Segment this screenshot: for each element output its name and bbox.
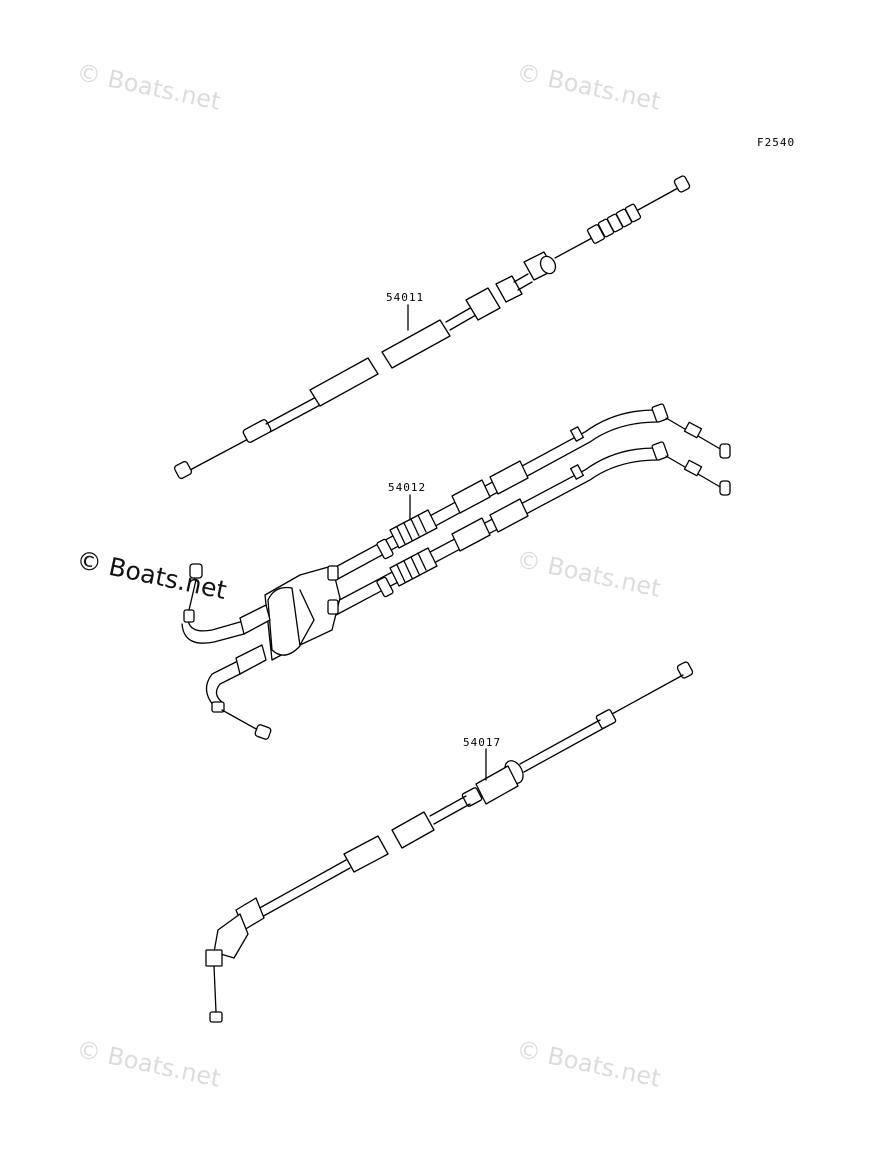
rib	[396, 526, 406, 545]
inner-wire	[213, 965, 217, 1013]
sheath	[445, 306, 473, 323]
ribbed-boot	[389, 547, 438, 587]
inner-wire	[554, 237, 593, 259]
part-number-label: 54011	[386, 291, 424, 304]
throttle-cable-lower	[335, 459, 659, 616]
inner-wire	[221, 709, 259, 731]
inner-wire	[637, 187, 679, 211]
end-fitting	[651, 403, 669, 423]
outer-casing	[381, 319, 451, 369]
adjuster-nut	[495, 275, 523, 303]
sheath	[265, 395, 319, 425]
threaded-rod	[517, 281, 533, 291]
bend-casing	[181, 623, 245, 644]
part-number-label: 54017	[463, 736, 501, 749]
ferrule	[683, 459, 703, 477]
sheath	[433, 803, 471, 825]
rib	[396, 564, 406, 583]
housing-loop	[267, 586, 301, 656]
lock-nut-face	[539, 255, 557, 275]
end-nipple	[189, 563, 203, 579]
sheath	[523, 727, 605, 773]
sheath	[449, 314, 477, 331]
rib	[410, 518, 420, 537]
casing-segment	[451, 479, 491, 514]
bend-casing	[205, 661, 237, 707]
casing-segment	[235, 644, 267, 675]
rib	[410, 556, 420, 575]
adjuster	[465, 287, 501, 321]
end-fitting	[651, 441, 669, 461]
collar	[376, 538, 394, 560]
threaded-rod	[513, 273, 529, 283]
casing-segment	[239, 604, 271, 635]
collar	[327, 599, 339, 615]
inner-wire	[189, 436, 253, 471]
ferrule	[595, 709, 617, 729]
ferrule	[242, 419, 272, 443]
outer-casing	[309, 357, 379, 407]
end-nipple	[673, 175, 691, 193]
end-nipple	[719, 480, 731, 496]
end-cap	[173, 460, 193, 480]
casing-segment	[451, 517, 491, 552]
ribbed-boot	[389, 509, 438, 549]
bend-casing	[215, 673, 241, 703]
casing-segment	[489, 460, 529, 495]
rib	[403, 560, 413, 579]
end-nipple	[676, 661, 694, 679]
figure-code: F2540	[757, 136, 795, 149]
throttle-cable-upper	[335, 421, 659, 581]
cable-54011[interactable]: 54011	[173, 175, 691, 480]
sheath	[255, 859, 347, 911]
inner-wire	[697, 435, 723, 451]
ferrule	[183, 609, 195, 623]
band-marker	[570, 426, 584, 442]
collar	[376, 576, 394, 598]
housing-edge	[299, 589, 315, 646]
end-block	[205, 949, 223, 967]
end-nipple	[719, 443, 731, 459]
end-nipple	[254, 724, 272, 740]
inner-wire	[188, 579, 197, 611]
sheath	[519, 719, 601, 765]
adjuster	[475, 765, 519, 805]
casing-segment	[489, 498, 529, 533]
inner-wire	[697, 473, 723, 489]
sheath	[259, 867, 351, 919]
ferrule	[211, 701, 225, 713]
throttle-cable-lower	[329, 447, 656, 606]
rib	[417, 552, 427, 571]
inner-wire	[611, 674, 684, 715]
spring-coil	[624, 203, 642, 223]
rib	[417, 514, 427, 533]
rib	[403, 522, 413, 541]
part-number-label: 54012	[388, 481, 426, 494]
bend-casing	[187, 619, 241, 632]
sheath	[269, 403, 323, 433]
band-marker	[570, 464, 584, 480]
sheath	[429, 795, 467, 817]
ferrule	[683, 421, 703, 439]
cable-54012[interactable]: 54012	[181, 403, 731, 740]
outer-casing	[343, 835, 389, 873]
throttle-cable-upper	[329, 409, 656, 571]
collar	[461, 787, 483, 807]
cable-54017[interactable]: 54017	[205, 661, 694, 1023]
elbow	[213, 913, 249, 959]
outer-casing	[391, 811, 435, 849]
collar	[327, 565, 339, 581]
end-nipple	[209, 1011, 223, 1023]
